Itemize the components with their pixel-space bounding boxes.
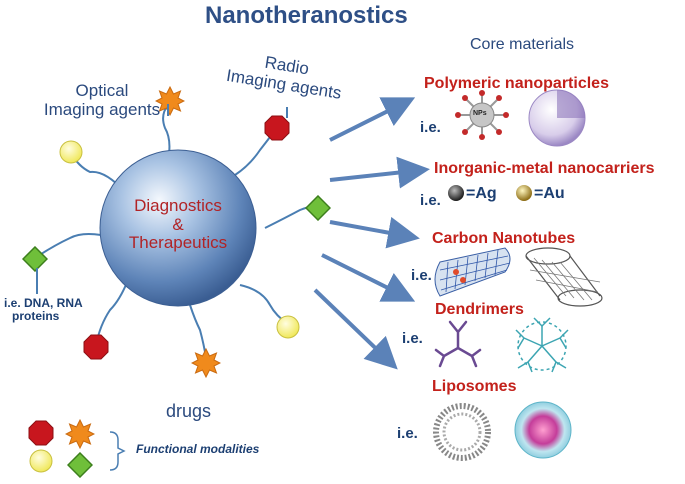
drugs-label: drugs	[166, 401, 212, 421]
center-label: Diagnostics & Therapeutics	[118, 196, 238, 253]
gold-nanoparticle-icon	[516, 185, 532, 201]
arrow-carbon	[329, 216, 420, 249]
center-line1: Diagnostics	[134, 196, 222, 215]
liposome-colored-illustration	[514, 401, 572, 459]
core-materials-heading: Core materials	[470, 36, 575, 53]
carbon-nanotube-colored-illustration	[434, 247, 511, 297]
arrow-liposomes	[313, 288, 398, 370]
tether-hex-left	[95, 279, 129, 346]
material-name-liposomes: Liposomes	[432, 378, 517, 395]
ie-dendrimers: i.e.	[402, 330, 423, 347]
polymeric-sphere-cutaway	[557, 90, 585, 118]
radio-imaging-agent-icon	[264, 115, 290, 141]
material-name-carbon: Carbon Nanotubes	[432, 230, 576, 247]
dna-label: i.e. DNA, RNA proteins	[4, 296, 83, 324]
central-nanoparticle-sphere	[99, 149, 257, 307]
drug-star-bottom-icon	[191, 348, 221, 378]
ie-liposomes: i.e.	[397, 425, 418, 442]
dna-line1: i.e. DNA, RNA	[4, 296, 83, 310]
arrow-inorganic	[329, 156, 430, 189]
optical-line2: Imaging agents	[43, 99, 161, 119]
nps-badge: NPs	[473, 110, 487, 117]
figure-title: Nanotheranostics	[205, 2, 408, 29]
arrow-polymeric	[329, 97, 416, 142]
optical-imaging-agent-icon	[59, 140, 83, 164]
dendrimer-teal-illustration	[515, 317, 569, 373]
tether-star-top	[162, 104, 171, 161]
optical-line1: Optical	[75, 81, 129, 100]
tether-dna	[37, 233, 116, 257]
ie-carbon: i.e.	[411, 267, 432, 284]
material-name-dendrimers: Dendrimers	[435, 301, 524, 318]
legend-diamond-icon	[67, 452, 93, 478]
dna-diamond-right-icon	[305, 195, 331, 221]
material-name-inorganic: Inorganic-metal nanocarriers	[434, 160, 655, 177]
optical-circle-right-icon	[276, 315, 300, 339]
legend-star-icon	[65, 419, 95, 449]
center-line2: &	[172, 214, 184, 234]
functional-modalities-label: Functional modalities	[136, 442, 260, 456]
material-name-polymeric: Polymeric nanoparticles	[424, 75, 609, 92]
optical-imaging-label: Optical Imaging agents	[43, 81, 161, 119]
legend-circle-icon	[29, 449, 53, 473]
dna-diamond-left-icon	[22, 246, 48, 272]
dendrimer-purple-illustration	[434, 320, 482, 368]
dna-line2: proteins	[12, 309, 60, 324]
radio-hexagon-left-icon	[83, 334, 109, 360]
center-line3: Therapeutics	[128, 233, 228, 253]
liposome-bilayer-illustration	[433, 403, 491, 461]
silver-nanoparticle-icon	[448, 185, 464, 201]
legend-hexagon-icon	[28, 420, 54, 446]
legend-brace	[109, 431, 126, 471]
arrows	[313, 97, 430, 370]
polymeric-nanoparticle-illustration	[455, 90, 509, 140]
tether-drug	[189, 304, 207, 359]
carbon-nanotube-gray-illustration	[525, 247, 603, 307]
au-label: =Au	[534, 185, 565, 202]
tethers	[37, 104, 317, 359]
arrow-dendrimers	[321, 253, 416, 302]
ag-label: =Ag	[466, 185, 497, 202]
ie-polymeric: i.e.	[420, 119, 441, 136]
ie-inorganic: i.e.	[420, 192, 441, 209]
